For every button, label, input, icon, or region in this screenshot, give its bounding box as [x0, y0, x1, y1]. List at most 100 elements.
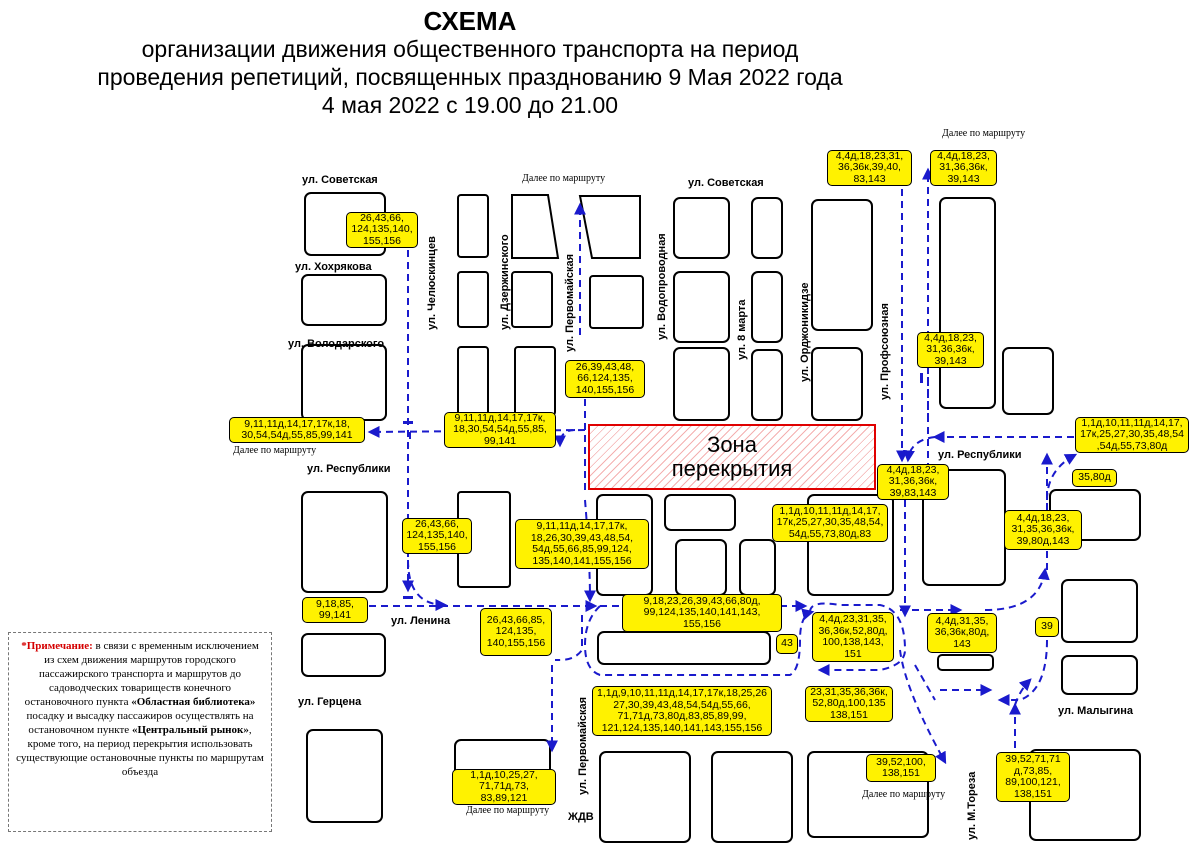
street-label: ул. Малыгина — [1058, 705, 1134, 717]
route-box: 4,4д,31,35, 36,36к,80д, 143 — [927, 613, 997, 653]
route-box: 23,31,35,36,36к, 52,80д,100,135 138,151 — [805, 686, 893, 722]
route-arrow — [984, 567, 1050, 611]
route-box: 1,1д,10,11,11д,14,17, 17к,25,27,30,35,48… — [772, 504, 888, 542]
route-box: 4,4д,18,23, 31,35,36,36к, 39,80д,143 — [1004, 510, 1082, 550]
subtitle-line-1: организации движения общественного транс… — [141, 36, 799, 62]
route-arrow — [555, 615, 583, 661]
street-label: ул. Хохрякова — [295, 261, 373, 273]
further-along-route: Далее по маршруту — [862, 789, 946, 800]
block — [811, 347, 863, 421]
route-box: 4,4д,23,31,35, 36,36к,52,80д, 100,138,14… — [812, 612, 894, 662]
route-arrow — [407, 559, 448, 611]
block — [751, 271, 783, 343]
block — [711, 751, 793, 843]
block — [807, 494, 894, 596]
street-label: ул. Ленина — [391, 615, 451, 627]
street-label: ул. Первомайская — [577, 697, 589, 795]
block — [751, 197, 783, 259]
note-text: , кроме того, на период перекрытия испол… — [16, 724, 264, 778]
street-label: ул. Водопроводная — [656, 233, 668, 340]
street-label: ЖДВ — [567, 811, 594, 823]
map-title: СХЕМА — [423, 6, 517, 36]
block — [811, 199, 873, 331]
street-label: ул. М.Тореза — [966, 771, 978, 840]
route-box: 9,11,11д,14,17,17к, 18,26,30,39,43,48,54… — [515, 519, 649, 569]
street-label: ул. Орджоникидзе — [799, 282, 811, 382]
note-box: *Примечание: в связи с временным исключе… — [8, 632, 272, 832]
block — [457, 346, 489, 416]
block — [589, 275, 644, 329]
route-box: 26,43,66, 124,135,140, 155,156 — [402, 518, 472, 554]
route-arrow — [997, 639, 1048, 706]
stop-marker — [920, 373, 923, 383]
block — [1061, 579, 1138, 643]
block — [301, 633, 386, 677]
note-text: посадку и высадку пассажиров осуществлят… — [26, 710, 254, 736]
further-along-route: Далее по маршруту — [942, 128, 1026, 139]
note-text: в связи с временным исключением из схем … — [24, 640, 259, 708]
block — [457, 194, 489, 258]
route-box: 39,52,71,71 д,73,85, 89,100,121, 138,151 — [996, 752, 1070, 802]
route-box: 26,43,66, 124,135,140, 155,156 — [346, 212, 418, 248]
route-arrow — [583, 605, 815, 676]
block — [937, 654, 994, 671]
route-arrow — [902, 436, 936, 463]
block — [511, 271, 553, 328]
stop-marker — [403, 596, 413, 599]
route-box: 1,1д,10,25,27, 71,71д,73, 83,89,121 — [452, 769, 556, 805]
block — [514, 346, 556, 416]
further-along-route: Далее по маршруту — [233, 445, 317, 456]
route-box: 35,80д — [1072, 469, 1117, 487]
block — [751, 349, 783, 421]
route-arrow — [583, 499, 596, 603]
route-arrow — [809, 602, 907, 676]
street-label: ул. 8 марта — [736, 299, 748, 360]
route-arrow — [914, 664, 936, 701]
subtitle-line-2: проведения репетиций, посвященных праздн… — [97, 64, 843, 90]
block — [673, 197, 730, 259]
route-box: 26,43,66,85, 124,135, 140,155,156 — [480, 608, 552, 656]
street-label: ул. Республики — [307, 463, 391, 475]
street-label: ул. Советская — [302, 174, 378, 186]
street-label: ул. Дзержинского — [499, 234, 511, 330]
street-labels: ул. Советская ул. Советская ул. Хохряков… — [288, 174, 1134, 840]
route-box: 9,18,85, 99,141 — [302, 597, 368, 623]
closure-zone-label: Зона перекрытия — [671, 432, 793, 481]
route-box: 1,1д,9,10,11,11д,14,17,17к,18,25,26 27,3… — [592, 686, 772, 736]
block — [939, 197, 996, 409]
street-label: ул. Профсоюзная — [879, 303, 891, 400]
block — [597, 631, 771, 665]
note-label: *Примечание: — [21, 640, 93, 652]
route-box: 9,11,11д,14,17,17к,18, 30,54,54д,55,85,9… — [229, 417, 365, 443]
street-label: ул. Володарского — [288, 338, 384, 350]
block — [675, 539, 727, 596]
route-box: 1,1д,10,11,11д,14,17, 17к,25,27,30,35,48… — [1075, 417, 1189, 453]
stop-marker — [403, 421, 413, 424]
route-box: 39 — [1035, 617, 1059, 637]
route-arrow — [899, 649, 947, 765]
date-time-line: 4 мая 2022 с 19.00 до 21.00 — [321, 92, 619, 118]
route-arrow — [554, 429, 576, 448]
street-label: ул. Герцена — [298, 696, 362, 708]
block — [301, 491, 388, 593]
street-label: ул. Челюскинцев — [426, 236, 438, 330]
note-stop-2: «Центральный рынок» — [131, 724, 249, 736]
block — [664, 494, 736, 531]
further-along-route: Далее по маршруту — [466, 805, 550, 816]
route-box: 4,4д,18,23,31, 36,36к,39,40, 83,143 — [827, 150, 912, 186]
route-box: 43 — [776, 634, 798, 654]
block — [301, 344, 387, 421]
route-arrow — [1046, 453, 1078, 501]
block — [457, 271, 489, 328]
block — [511, 194, 560, 259]
route-box: 26,39,43,48, 66,124,135, 140,155,156 — [565, 360, 645, 398]
route-box: 4,4д,18,23, 31,36,36к, 39,83,143 — [877, 464, 949, 500]
block — [578, 195, 641, 259]
block — [739, 539, 776, 596]
block — [1002, 347, 1054, 415]
block — [673, 347, 730, 421]
stop-markers — [403, 373, 923, 599]
route-box: 9,11,11д,14,17,17к, 18,30,54,54д,55,85, … — [444, 412, 556, 448]
block — [673, 271, 730, 343]
route-box: 9,18,23,26,39,43,66,80д, 99,124,135,140,… — [622, 594, 782, 632]
